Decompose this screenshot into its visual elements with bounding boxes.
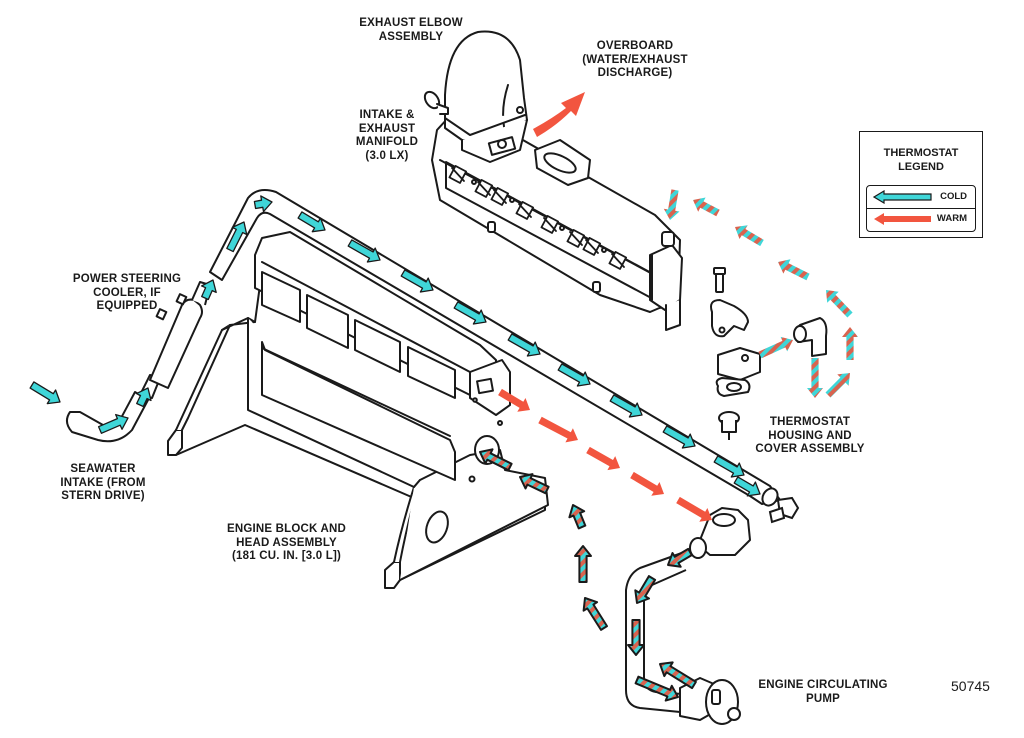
mixed-pump-loop-arrow [634, 575, 657, 604]
mixed-thermostat-to-manifold-arrow [842, 327, 858, 360]
legend-items: COLD WARM [866, 185, 976, 232]
mixed-thermostat-to-manifold-arrow [663, 189, 680, 220]
warm-block-outflow-arrow [498, 388, 530, 412]
cold-supply-pipe-arrow [400, 269, 434, 293]
seawater-intake-path-arrow [200, 279, 217, 301]
legend-label-cold: COLD [940, 191, 967, 202]
warm-block-outflow-arrow [676, 496, 712, 522]
warm-block-outflow-arrow [586, 446, 620, 471]
circulating-pump [679, 677, 741, 725]
mixed-pump-loop-arrow [634, 675, 679, 702]
cold-supply-pipe-arrow [347, 239, 381, 263]
mixed-thermostat-to-manifold-arrow [693, 197, 720, 217]
cold-supply-pipe-arrow [609, 394, 643, 418]
mixed-thermostat-to-manifold-arrow [778, 259, 810, 281]
legend-title: THERMOSTAT LEGEND [883, 147, 959, 173]
thermostat-housing-parts [710, 267, 828, 440]
cold-supply-pipe-arrow [253, 195, 273, 213]
label-overboard: OVERBOARD (WATER/EXHAUST DISCHARGE) [582, 40, 688, 79]
cold-supply-pipe-arrow [297, 211, 326, 233]
mixed-pump-loop-arrow [627, 619, 645, 656]
cold-supply-pipe-arrow [557, 363, 591, 387]
mixed-block-return-arrow [479, 448, 513, 472]
engine-block [167, 231, 549, 589]
cold-supply-pipe [209, 189, 781, 507]
cold-supply-pipe-arrow [226, 221, 248, 253]
mixed-block-return-arrow [582, 597, 608, 631]
label-thermostat-housing: THERMOSTAT HOUSING AND COVER ASSEMBLY [755, 416, 865, 455]
label-seawater-intake: SEAWATER INTAKE (FROM STERN DRIVE) [60, 463, 146, 502]
cold-supply-pipe-arrow [733, 476, 761, 497]
seawater-intake-path-arrow [135, 387, 152, 408]
label-exhaust-elbow: EXHAUST ELBOW ASSEMBLY [359, 17, 463, 43]
legend-label-warm: WARM [936, 213, 967, 224]
mixed-thermostat-to-manifold-arrow [825, 373, 850, 398]
warm-block-outflow-arrow [630, 471, 664, 496]
cold-supply-pipe-arrow [507, 333, 541, 357]
mixed-block-return-arrow [519, 473, 550, 495]
overboard-discharge-arrow [533, 92, 585, 137]
mixed-thermostat-to-manifold-arrow [826, 290, 853, 318]
mixed-pump-loop-arrow [659, 661, 697, 690]
seawater-intake-path-arrow [97, 413, 129, 434]
label-power-steering: POWER STEERING COOLER, IF EQUIPPED [72, 273, 182, 312]
label-circulating-pump: ENGINE CIRCULATING PUMP [758, 679, 888, 705]
exhaust-elbow [423, 30, 528, 163]
mixed-thermostat-to-manifold-arrow [735, 225, 764, 247]
label-engine-block: ENGINE BLOCK AND HEAD ASSEMBLY (181 CU. … [226, 523, 347, 562]
cold-supply-pipe-arrow [662, 425, 696, 449]
mixed-block-return-arrow [568, 504, 587, 530]
cold-supply-pipe-arrow [713, 455, 745, 478]
figure-number: 50745 [951, 678, 990, 694]
mixed-thermostat-to-manifold-arrow [758, 336, 793, 359]
legend-item-warm: WARM [867, 208, 975, 230]
seawater-intake-hose [66, 391, 149, 443]
warm-arrow-icon [874, 213, 931, 225]
label-manifold: INTAKE & EXHAUST MANIFOLD (3.0 LX) [355, 109, 419, 162]
pipe-end-fitting [768, 496, 800, 524]
legend-item-cold: COLD [867, 186, 975, 209]
warm-block-outflow-arrow [538, 416, 578, 443]
mixed-thermostat-to-manifold-arrow [807, 358, 823, 398]
thermostat-legend: THERMOSTAT LEGEND COLD WARM [859, 131, 983, 238]
mixed-block-return-arrow [574, 545, 592, 583]
cold-supply-pipe-arrow [453, 301, 487, 325]
seawater-intake-path-arrow [29, 381, 61, 405]
flow-arrows [29, 189, 858, 702]
cold-arrow-icon [873, 190, 932, 204]
mixed-pump-loop-arrow [667, 547, 693, 568]
